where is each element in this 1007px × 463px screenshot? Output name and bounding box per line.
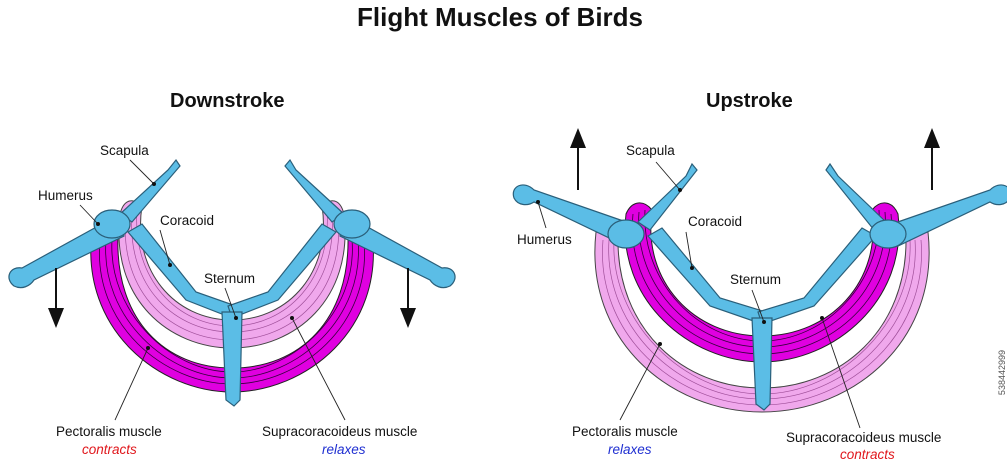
- downstroke-diagram: [8, 158, 456, 421]
- diagram-title: Flight Muscles of Birds: [356, 2, 644, 32]
- upstroke-coracoid-label: Coracoid: [688, 214, 743, 229]
- upstroke-pectoralis-state: relaxes: [608, 442, 652, 457]
- upstroke-diagram: [512, 128, 1007, 429]
- downstroke-pectoralis-state: contracts: [82, 442, 137, 457]
- upstroke-sternum-label: Sternum: [730, 272, 782, 287]
- upstroke-pectoralis-label: Pectoralis muscle: [572, 424, 678, 439]
- upstroke-leader-lines: [537, 161, 861, 429]
- downstroke-supracoracoideus-label: Supracoracoideus muscle: [262, 424, 418, 439]
- downstroke-sternum-label: Sternum: [204, 271, 256, 286]
- downstroke-supracoracoideus-state: relaxes: [322, 442, 366, 457]
- downstroke-humerus-label: Humerus: [38, 188, 93, 203]
- upstroke-scapula-label: Scapula: [626, 143, 675, 158]
- upstroke-supracoracoideus-state: contracts: [840, 447, 895, 462]
- upstroke-heading: Upstroke: [706, 90, 793, 112]
- downstroke-scapula-label: Scapula: [100, 143, 149, 158]
- downstroke-heading: Downstroke: [170, 90, 285, 112]
- downstroke-pectoralis-label: Pectoralis muscle: [56, 424, 162, 439]
- downstroke-leader-lines: [79, 159, 346, 421]
- skeleton-upstroke: [512, 162, 1007, 411]
- upstroke-humerus-label: Humerus: [517, 232, 572, 247]
- skeleton-downstroke: [8, 158, 456, 407]
- upstroke-supracoracoideus-label: Supracoracoideus muscle: [786, 430, 942, 445]
- stock-id-number: 538442999: [997, 350, 1007, 396]
- downstroke-coracoid-label: Coracoid: [160, 213, 215, 228]
